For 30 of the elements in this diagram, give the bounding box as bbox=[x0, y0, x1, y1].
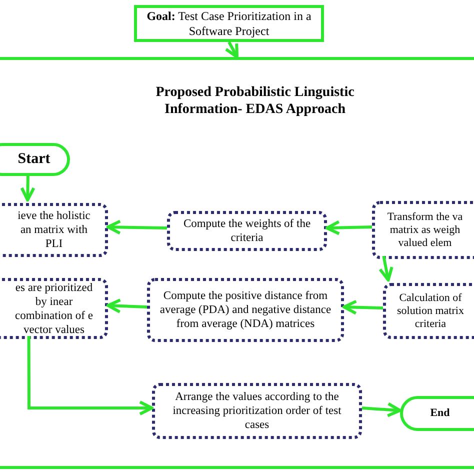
arrow bbox=[342, 300, 384, 315]
process-box bbox=[152, 383, 362, 439]
process-box bbox=[167, 211, 327, 251]
step-text: Calculation of solution matrix criteria bbox=[396, 292, 465, 330]
step-text: Compute the positive distance from average (PDA) and negative distance from average (NDA) matrices bbox=[158, 289, 332, 331]
step-text: Compute the weights of the criteria bbox=[182, 217, 312, 245]
approach-title: Proposed Probabilistic Linguistic Information- EDAS Approach bbox=[154, 84, 356, 118]
step-text: Transform the va matrix as weigh valued elem bbox=[386, 210, 464, 250]
arrow bbox=[326, 220, 372, 236]
terminal-label: End bbox=[430, 407, 450, 420]
terminal-label: Start bbox=[18, 150, 50, 170]
goal-box bbox=[134, 5, 324, 42]
step-text: Goal: Test Case Prioritization in a Software Project bbox=[146, 8, 312, 38]
step-text: es are prioritized by inear combination of e vector values bbox=[14, 280, 94, 336]
process-box bbox=[0, 278, 108, 339]
arrow bbox=[106, 220, 168, 235]
process-box bbox=[383, 283, 474, 339]
process-box bbox=[0, 203, 108, 257]
terminal-box bbox=[0, 143, 70, 176]
process-box bbox=[147, 278, 344, 342]
process-box bbox=[372, 201, 474, 259]
step-text: Arrange the values according to the increasing prioritization order of test cases bbox=[172, 390, 342, 432]
arrow bbox=[27, 336, 154, 416]
arrow bbox=[378, 256, 394, 282]
arrow bbox=[106, 298, 148, 314]
step-text: ieve the holistic an matrix with PLI bbox=[16, 209, 92, 251]
arrow bbox=[224, 41, 238, 58]
arrow bbox=[362, 402, 402, 418]
terminal-box bbox=[400, 396, 474, 431]
approach-frame bbox=[0, 57, 474, 469]
